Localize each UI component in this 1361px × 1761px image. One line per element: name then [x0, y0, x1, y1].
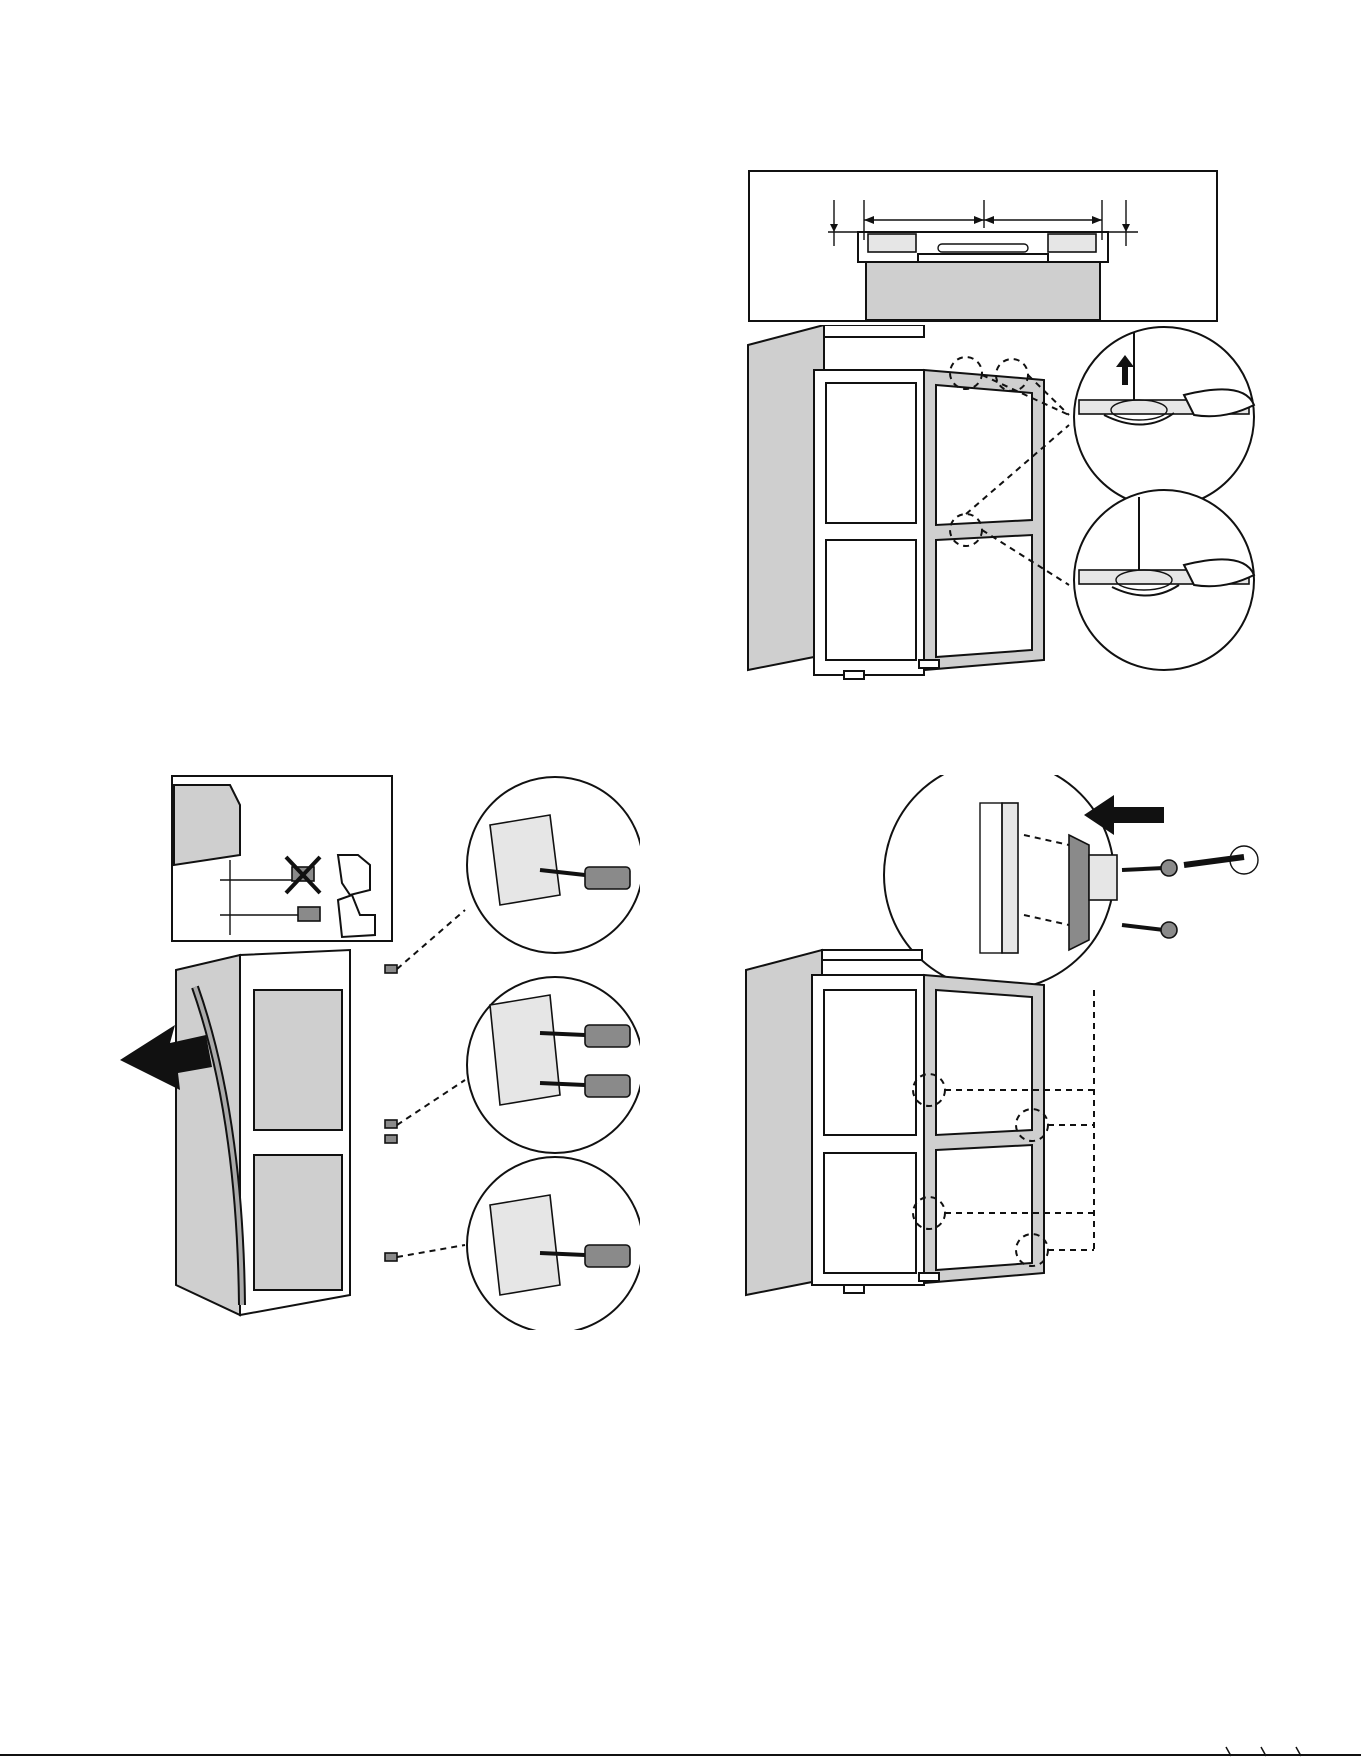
- page-bottom-rule: [0, 1754, 1361, 1756]
- figure-bracket-dimensions: [748, 170, 1218, 322]
- figure-door-bracket: [744, 775, 1274, 1305]
- page-corner-marks: [1221, 1745, 1331, 1757]
- cabinet-top-body: [866, 262, 1100, 320]
- detail-circle-upper: [1074, 327, 1254, 507]
- figure-cover-caps: [120, 775, 640, 1330]
- cabinet-side: [748, 325, 824, 670]
- figure-hinge-adjustment: [744, 325, 1269, 720]
